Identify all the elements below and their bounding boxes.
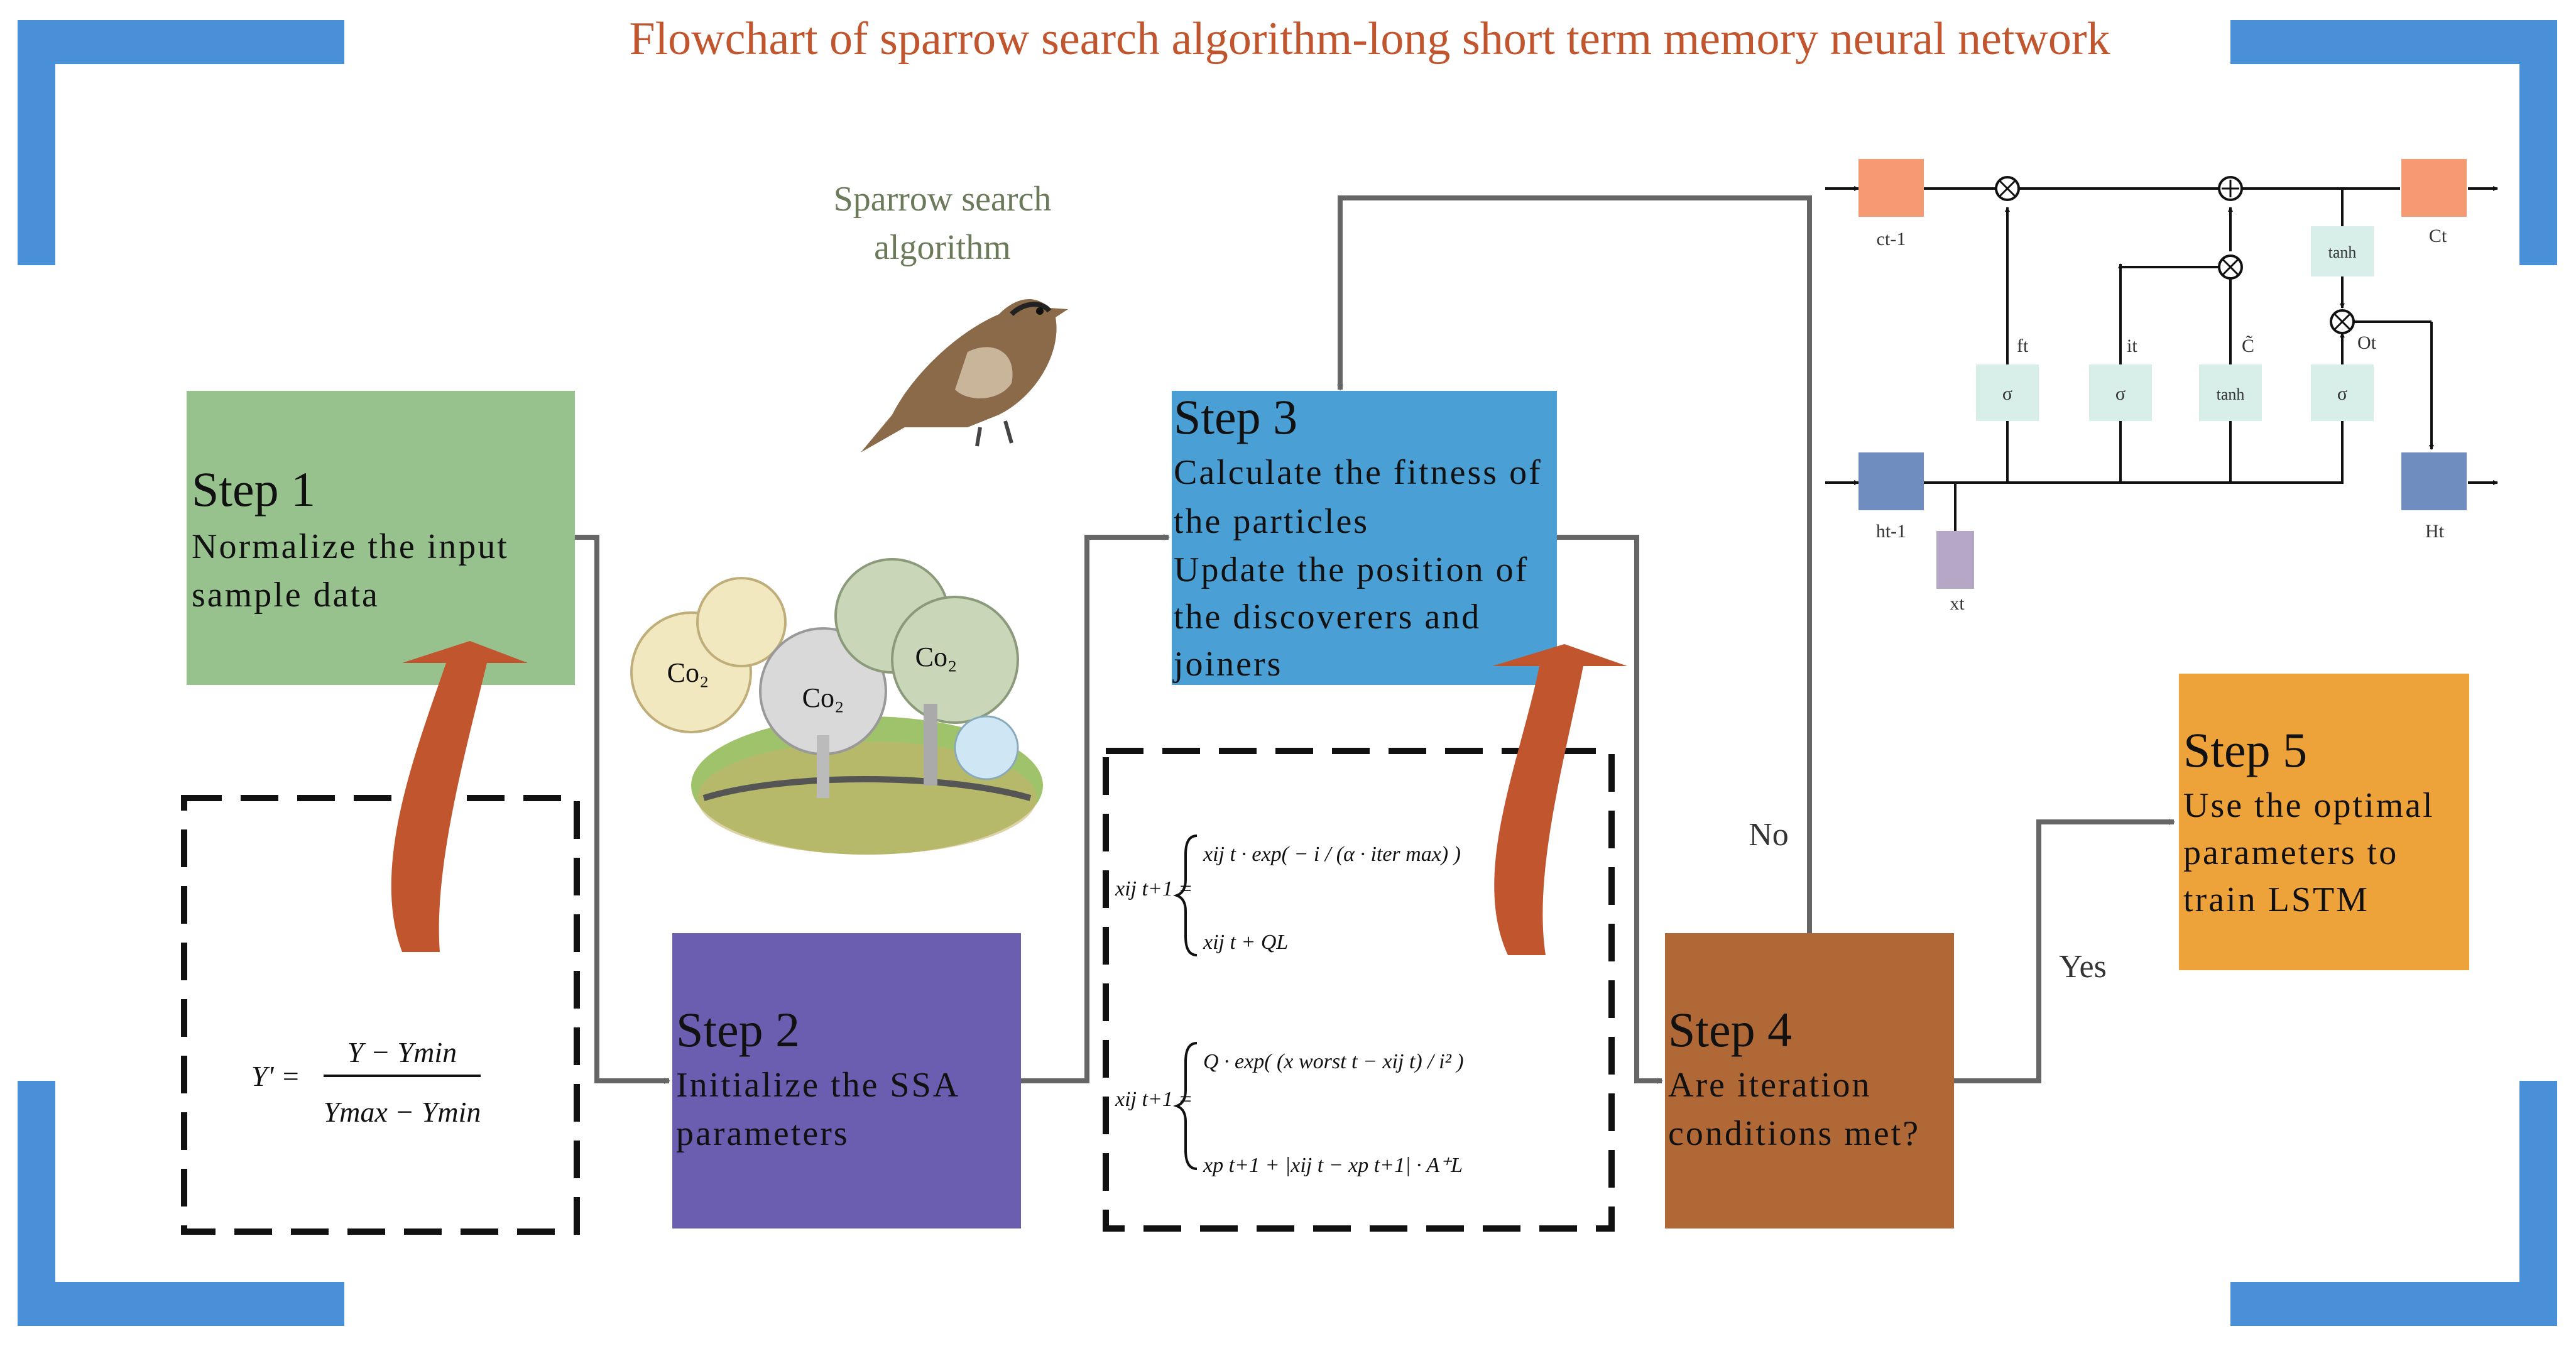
co2-label-3: Co₂ (915, 642, 958, 672)
orange-arrow-to-step3 (1492, 644, 1627, 955)
formula-box-update: xij t+1 = xij t · exp( − i / (α · iter m… (1103, 748, 1615, 1232)
arrow-step4-yes-to-step5 (1954, 819, 2175, 1083)
lstm-tanh-cell: tanh (2328, 243, 2357, 261)
step2-line1: Initialize the SSA (676, 1066, 960, 1105)
update2-b: xp t+1 + |xij t − xp t+1| · A⁺L (1203, 1154, 1463, 1177)
lstm-f-label: ft (2017, 336, 2029, 356)
branch-yes-label: Yes (2059, 949, 2107, 985)
lstm-sigma-i: σ (2115, 383, 2126, 404)
step3-heading: Step 3 (1174, 390, 1297, 444)
connectors (575, 195, 2175, 1084)
branch-no-label: No (1749, 817, 1789, 853)
page-title: Flowchart of sparrow search algorithm-lo… (629, 13, 2110, 65)
step3-line1: Calculate the fitness of (1174, 453, 1542, 492)
step1-line1: Normalize the input (192, 527, 509, 566)
sparrow-bird-icon (861, 299, 1068, 452)
step1-heading: Step 1 (192, 462, 315, 517)
lstm-o-label: Ot (2357, 332, 2377, 353)
corner-brackets (18, 20, 2557, 1326)
formula-box-normalize: Y' = Y − Ymin Ymax − Ymin (181, 795, 580, 1235)
arrow-step4-no-loop (1337, 195, 1812, 933)
lstm-sigma-f: σ (2002, 383, 2012, 404)
sparrow-label-line1: Sparrow search (834, 180, 1052, 219)
arrow-step3-to-step4 (1557, 535, 1663, 1084)
step5-line2: parameters to (2183, 833, 2398, 872)
step5-line1: Use the optimal (2183, 786, 2435, 825)
lstm-cell-diagram: ct-1 Ct ht-1 Ht xt ft it C̃ Ot σ σ tanh … (1825, 159, 2498, 614)
arrow-step1-to-step2 (575, 535, 670, 1084)
lstm-tanh-gate: tanh (2217, 385, 2245, 403)
step3-line5: joiners (1172, 645, 1282, 684)
update1-b: xij t + QL (1203, 931, 1288, 954)
co2-label-1: Co₂ (667, 657, 709, 688)
step3-line3: Update the position of (1174, 550, 1529, 589)
co2-illustration: Co₂ Co₂ Co₂ (630, 558, 1043, 855)
sparrow-label-line2: algorithm (874, 228, 1011, 267)
lstm-h-next: Ht (2425, 521, 2445, 542)
normalize-numerator: Y − Ymin (347, 1036, 457, 1068)
lstm-c-next: Ct (2429, 226, 2447, 246)
step4-box: Step 4 Are iteration conditions met? (1665, 933, 1954, 1228)
normalize-denominator: Ymax − Ymin (324, 1096, 481, 1128)
lstm-c-prev: ct-1 (1877, 229, 1906, 249)
update2-a: Q · exp( (x worst t − xij t) / i² ) (1203, 1050, 1464, 1073)
lstm-sigma-o: σ (2337, 383, 2347, 404)
step4-heading: Step 4 (1668, 1002, 1792, 1057)
lstm-c-tilde-label: C̃ (2242, 336, 2254, 356)
co2-label-2: Co₂ (802, 682, 844, 713)
step1-line2: sample data (192, 576, 379, 615)
step3-line2: the particles (1174, 502, 1369, 541)
step2-box: Step 2 Initialize the SSA parameters (672, 933, 1021, 1228)
lstm-i-label: it (2127, 336, 2137, 356)
lstm-x: xt (1950, 593, 1965, 614)
step4-line2: conditions met? (1668, 1114, 1920, 1153)
update1-a: xij t · exp( − i / (α · iter max) ) (1203, 843, 1461, 866)
step2-line2: parameters (676, 1114, 849, 1153)
step1-box: Step 1 Normalize the input sample data (187, 391, 575, 685)
step5-line3: train LSTM (2183, 880, 2369, 919)
step5-box: Step 5 Use the optimal parameters to tra… (2179, 674, 2469, 970)
orange-arrow-to-step1 (391, 641, 528, 952)
orange-arrows (391, 641, 1627, 955)
normalize-lhs: Y' = (251, 1060, 300, 1092)
step2-heading: Step 2 (676, 1002, 800, 1057)
step4-line1: Are iteration (1668, 1066, 1872, 1105)
step3-box: Step 3 Calculate the fitness of the part… (1172, 390, 1557, 685)
step3-line4: the discoverers and (1174, 598, 1481, 637)
arrow-step2-to-step3 (1021, 534, 1170, 1083)
step5-heading: Step 5 (2183, 723, 2307, 777)
lstm-h-prev: ht-1 (1876, 521, 1906, 542)
